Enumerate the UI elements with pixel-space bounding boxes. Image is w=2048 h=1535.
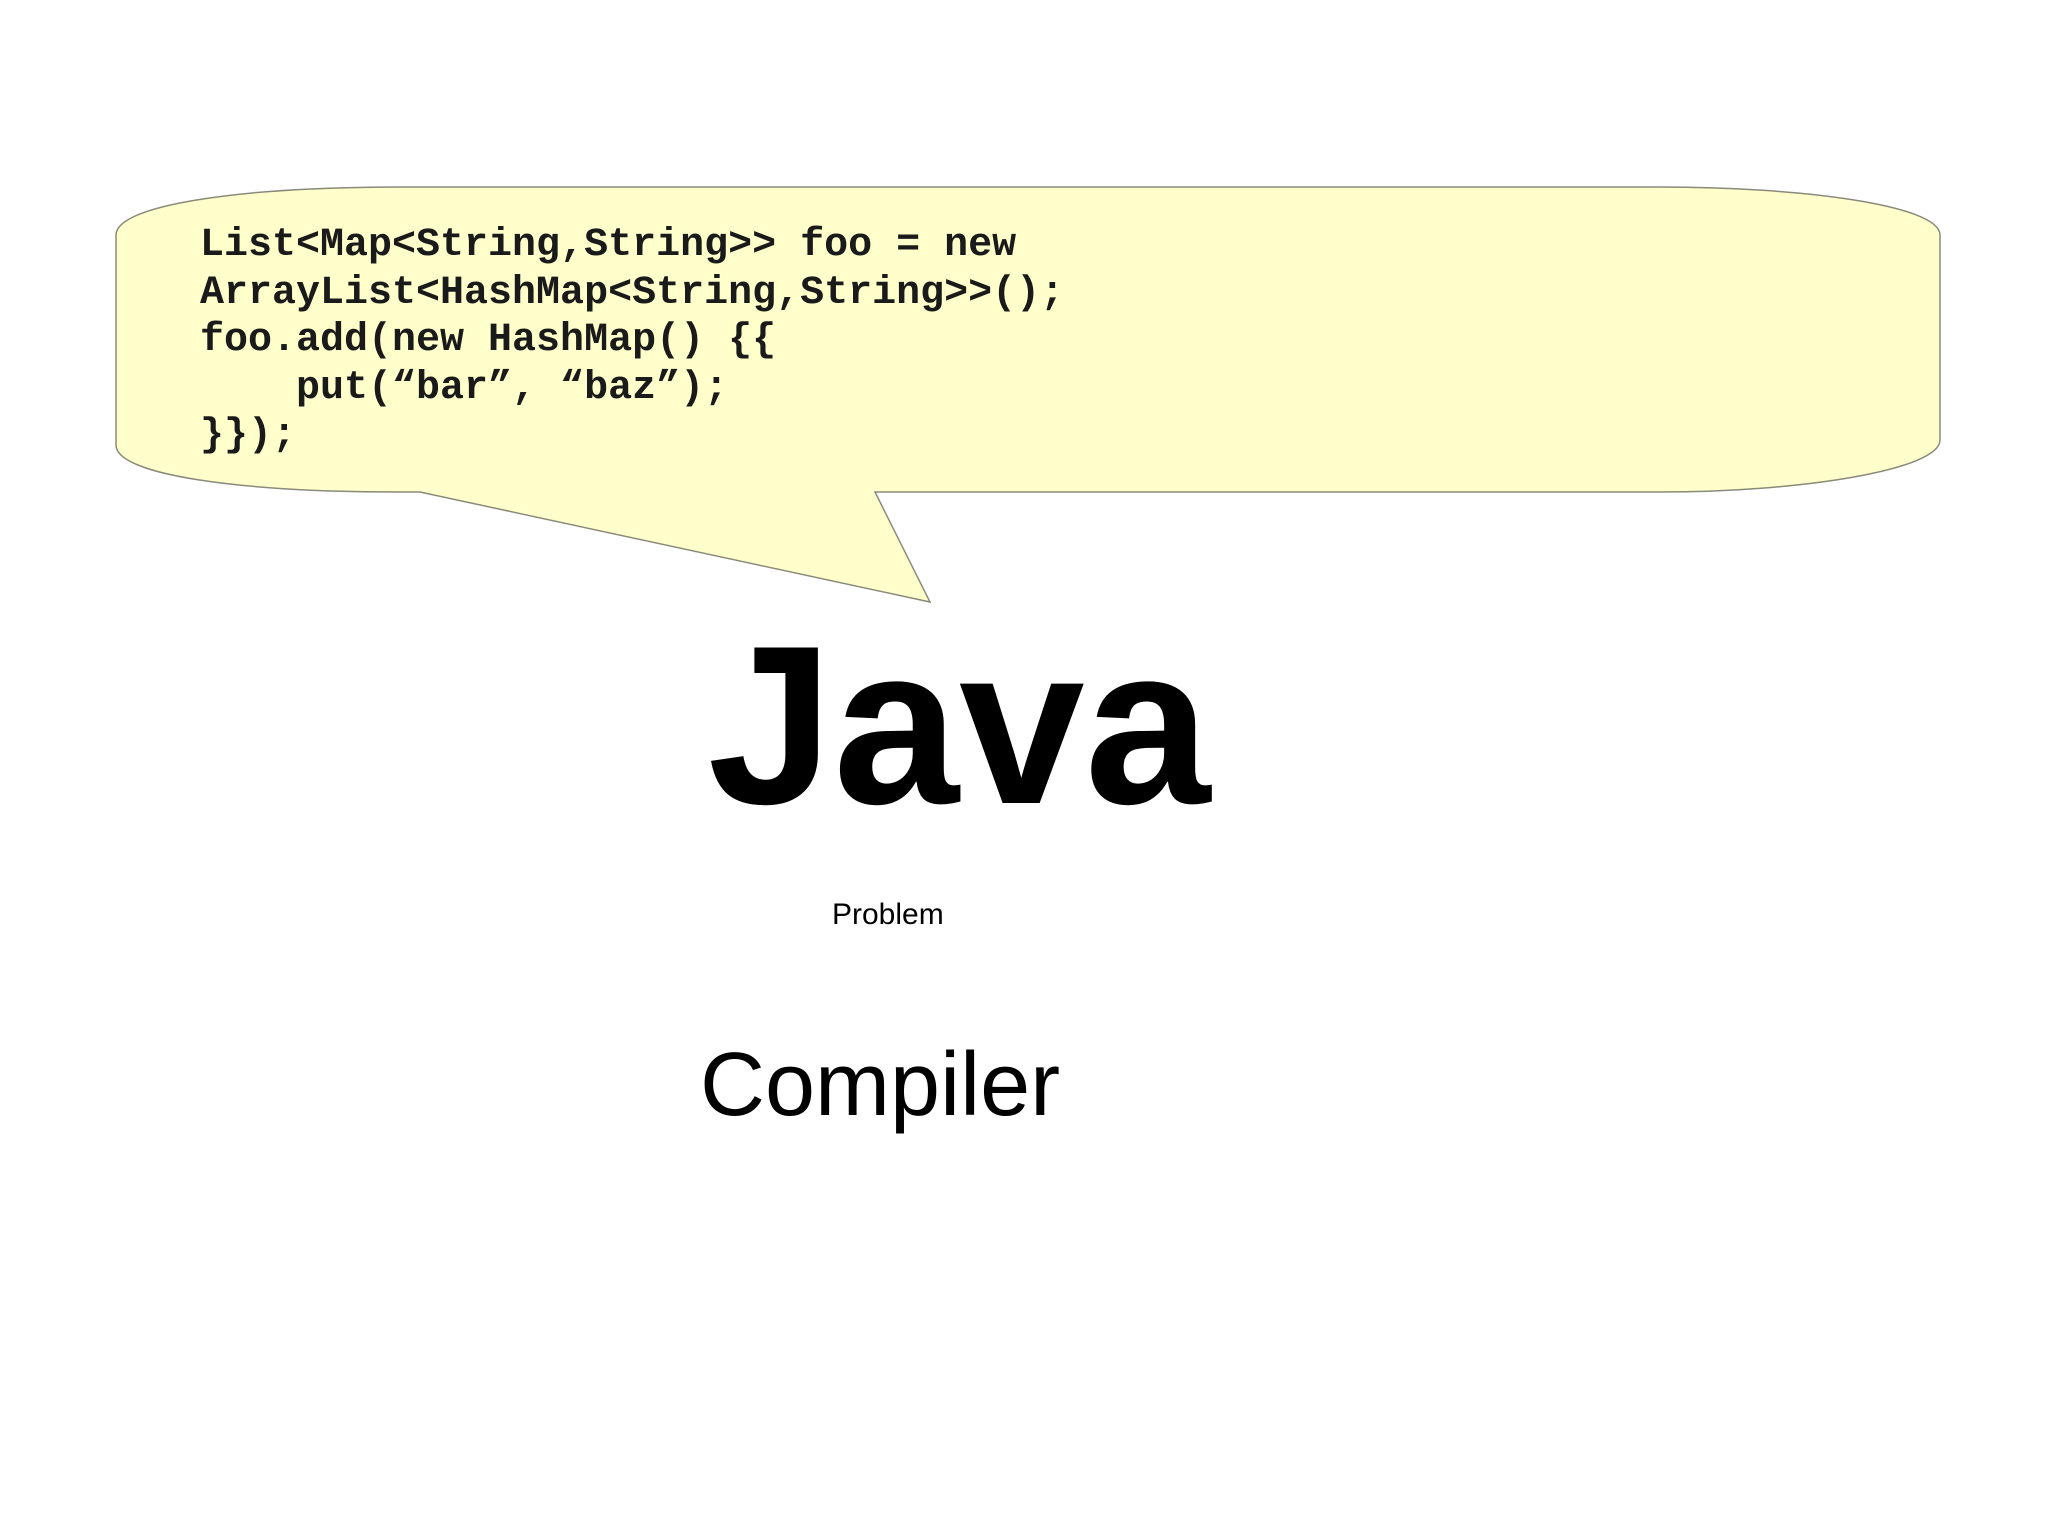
code-line: List<Map<String,String>> foo = new	[200, 223, 1017, 268]
code-line: put(“bar”, “baz”);	[200, 365, 729, 411]
code-line: ArrayList<HashMap<String,String>>();	[200, 270, 1065, 316]
slide-title-wrapper: Java	[0, 612, 2048, 838]
slide-title: Java	[707, 598, 1211, 851]
speech-bubble-shape	[115, 186, 1941, 604]
compiler-label: Compiler	[700, 1035, 1061, 1135]
code-line: }});	[200, 413, 297, 458]
problem-label: Problem	[832, 898, 944, 931]
code-line: foo.add(new HashMap() {{	[200, 318, 777, 363]
